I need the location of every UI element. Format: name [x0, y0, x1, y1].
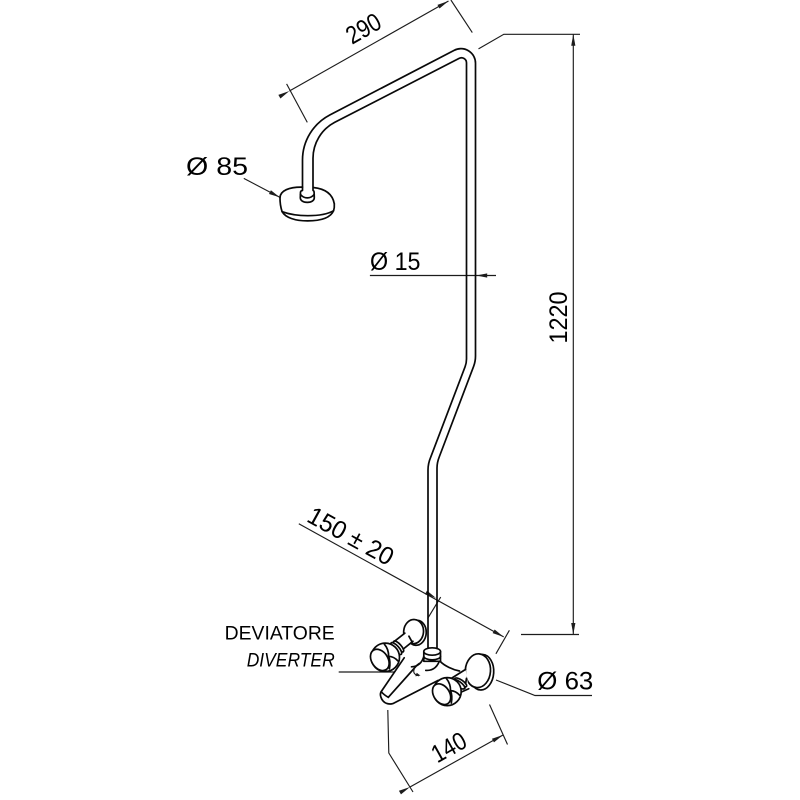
svg-text:Ø 63: Ø 63 [537, 668, 593, 696]
svg-text:DIVERTER: DIVERTER [247, 651, 335, 672]
svg-text:DEVIATORE: DEVIATORE [225, 623, 335, 644]
svg-text:Ø 85: Ø 85 [186, 153, 248, 181]
svg-text:1220: 1220 [545, 292, 573, 344]
svg-text:Ø 15: Ø 15 [370, 248, 421, 276]
